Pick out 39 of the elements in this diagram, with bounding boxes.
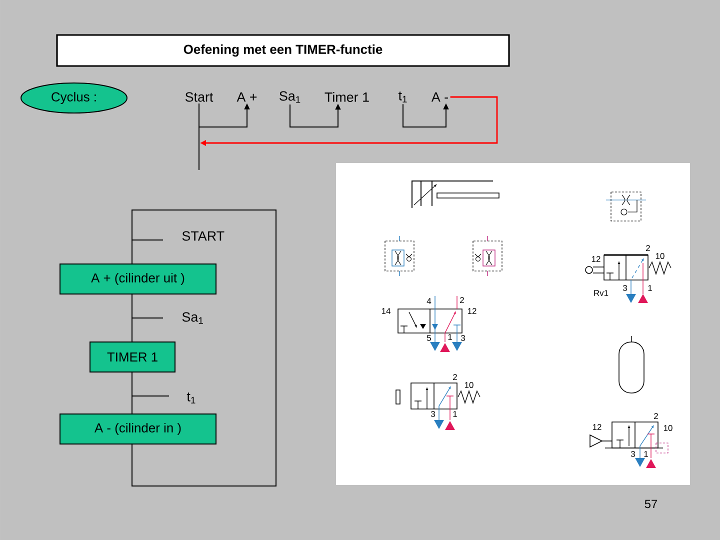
port-number: 4 <box>426 298 432 304</box>
port-number: 10 <box>664 425 672 431</box>
title-box: Oefening met een TIMER-functie <box>56 34 510 67</box>
page-number: 57 <box>644 500 658 508</box>
port-number: 12 <box>468 308 476 314</box>
port-number: 12 <box>592 424 602 430</box>
step-label: A - <box>431 92 448 102</box>
step-box: TIMER 1 <box>90 342 176 372</box>
port-number: 5 <box>427 335 431 341</box>
port-number: 3 <box>622 285 627 291</box>
transition-label: t$_{1}$ <box>186 392 196 404</box>
port-number: Rv1 <box>594 290 608 296</box>
step-label: Sa$_{1}$ <box>280 91 300 103</box>
port-number: 3 <box>430 411 435 417</box>
port-number: 12 <box>592 256 600 262</box>
step-label: Start <box>185 92 214 102</box>
connector-line <box>132 210 276 486</box>
port-number: 1 <box>648 285 652 291</box>
port-number: 2 <box>646 245 650 251</box>
transition-label: START <box>182 231 224 241</box>
port-number: 2 <box>654 413 658 419</box>
port-number: 1 <box>453 411 457 417</box>
port-number: 10 <box>656 253 664 259</box>
step-box: A - (cilinder in ) <box>60 414 216 444</box>
arrow <box>290 104 341 128</box>
step-box: A + (cilinder uit ) <box>60 264 216 294</box>
port-number: 1 <box>448 334 452 340</box>
port-number: 1 <box>644 451 648 457</box>
step-label: Timer 1 <box>324 92 369 102</box>
port-number: 2 <box>453 374 457 380</box>
port-number: 10 <box>464 382 474 388</box>
step-label: t$_{1}$ <box>398 92 407 102</box>
port-number: 3 <box>460 335 465 341</box>
port-number: 14 <box>382 308 390 314</box>
port-number: 3 <box>630 451 635 457</box>
arrow <box>198 102 250 128</box>
port-number: 2 <box>460 297 464 303</box>
step-label: A + <box>236 92 257 102</box>
transition-label: Sa$_{1}$ <box>182 312 203 324</box>
